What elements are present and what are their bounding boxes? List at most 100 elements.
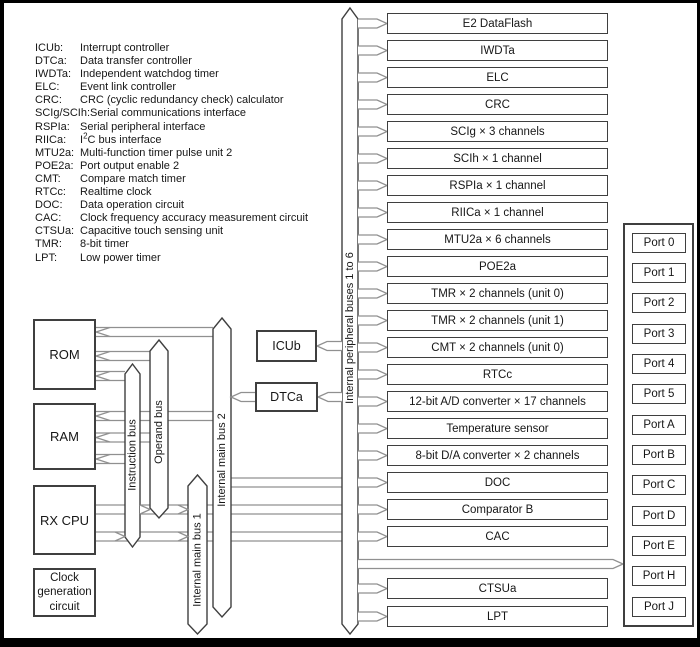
arrowhead-into-ram-3 [93, 453, 111, 465]
legend-row: SCIg/SCIh:Serial communications interfac… [35, 107, 308, 120]
internal-peripheral-bus-label: Internal peripheral buses 1 to 6 [344, 252, 356, 404]
peripheral-connectors [358, 18, 389, 622]
block-icub: ICUb [256, 330, 317, 362]
legend-abbr: CAC: [35, 212, 62, 225]
connector-dac [358, 450, 389, 461]
connector-e2-dataflash [358, 18, 389, 29]
legend-row: ELC:Event link controller [35, 81, 308, 94]
legend-desc: Event link controller [80, 81, 176, 94]
legend-desc: Capacitive touch sensing unit [80, 225, 224, 238]
legend-row: CMT:Compare match timer [35, 173, 308, 186]
connector-poe2a [358, 261, 389, 272]
legend-desc: Serial communications interface [90, 107, 246, 120]
block-port-3: Port 3 [632, 324, 686, 344]
legend-desc: Independent watchdog timer [80, 68, 219, 81]
legend-abbr: IWDTa: [35, 68, 72, 81]
block-scig: SCIg × 3 channels [387, 121, 608, 142]
legend-desc: 8-bit timer [80, 238, 129, 251]
block-port-2: Port 2 [632, 293, 686, 313]
arrowhead-into-main-bus1-lower [177, 531, 190, 542]
block-ram: RAM [33, 403, 96, 470]
legend-desc: Data transfer controller [80, 55, 192, 68]
operand-bus-bar [149, 338, 169, 520]
ram-channel-operand [96, 432, 150, 443]
operand-bus-label: Operand bus [153, 400, 165, 464]
legend-row: RSPIa:Serial peripheral interface [35, 121, 308, 134]
legend-abbr: SCIg/SCIh: [35, 107, 91, 120]
connector-elc [358, 72, 389, 83]
legend-desc: Interrupt controller [80, 42, 170, 54]
channel-arrowheads [93, 326, 190, 542]
legend-abbr: CMT: [35, 172, 61, 185]
block-port-1: Port 1 [632, 263, 686, 283]
legend-row: LPT:Low power timer [35, 252, 308, 265]
legend-row: CRC: CRC (cyclic redundancy check) calcul… [35, 94, 308, 107]
block-port-0: Port 0 [632, 233, 686, 253]
legend-abbr: DTCa: [35, 55, 67, 68]
arrowhead-into-instruction-bus [114, 531, 127, 542]
connector-dtca-left [229, 391, 255, 403]
legend-abbr: TMR: [35, 238, 62, 251]
block-iwdta: IWDTa [387, 40, 608, 61]
connector-rspia [358, 180, 389, 191]
block-mtu2a: MTU2a × 6 channels [387, 229, 608, 250]
connector-mtu2a [358, 234, 389, 245]
legend-row: RTCc:Realtime clock [35, 186, 308, 199]
block-clock-generation-circuit: Clock generation circuit [33, 568, 96, 617]
block-port-h: Port H [632, 566, 686, 586]
legend-row: DOC:Data operation circuit [35, 199, 308, 212]
block-cmt: CMT × 2 channels (unit 0) [387, 337, 608, 358]
legend-row: POE2a:Port output enable 2 [35, 160, 308, 173]
legend-abbr: CRC: [35, 94, 62, 107]
legend-row: DTCa: Data transfer controller [35, 55, 308, 68]
connector-crc [358, 99, 389, 110]
legend-desc: Port output enable 2 [80, 159, 180, 172]
block-tmr-unit0: TMR × 2 channels (unit 0) [387, 283, 608, 304]
legend-abbr: DOC: [35, 199, 63, 212]
connector-temp-sensor [358, 423, 389, 434]
block-port-5: Port 5 [632, 384, 686, 404]
arrowhead-into-rom-1 [93, 326, 111, 338]
main2-to-peripheral-channel [231, 477, 342, 488]
ram-channel-instruction [96, 453, 125, 465]
connector-ctsua [358, 583, 389, 594]
connector-ports [358, 558, 625, 570]
block-comparator-b: Comparator B [387, 499, 608, 520]
block-port-b: Port B [632, 445, 686, 465]
internal-main-bus1-bar [187, 473, 208, 636]
arrowhead-into-ram-2 [93, 432, 111, 443]
arrowhead-into-operand-bus [139, 504, 152, 515]
connector-cmt [358, 342, 389, 353]
arrowhead-into-main-bus1-upper [177, 504, 190, 515]
instruction-bus-bar [124, 362, 141, 549]
legend-row: TMR: 8-bit timer [35, 238, 308, 251]
legend-desc: CRC (cyclic redundancy check) calculator [80, 94, 284, 107]
block-poe2a: POE2a [387, 256, 608, 277]
bus-labels: Instruction bus Operand bus Internal mai… [127, 252, 357, 607]
connector-icub [315, 340, 342, 352]
block-doc: DOC [387, 472, 608, 493]
internal-main-bus2-bar [212, 316, 232, 619]
legend-abbr: MTU2a: [35, 146, 75, 159]
legend-desc: Clock frequency accuracy measurement cir… [80, 212, 309, 225]
block-rtcc: RTCc [387, 364, 608, 385]
rom-channel-instruction [96, 370, 125, 382]
block-riica: RIICa × 1 channel [387, 202, 608, 223]
connector-comparator-b [358, 504, 389, 515]
block-rom: ROM [33, 319, 96, 390]
arrowhead-into-rom-2 [93, 350, 111, 362]
block-temperature-sensor: Temperature sensor [387, 418, 608, 439]
block-port-j: Port J [632, 597, 686, 617]
legend-row: CTSUa:Capacitive touch sensing unit [35, 225, 308, 238]
legend-abbr: ICUb: [35, 42, 64, 54]
block-scih: SCIh × 1 channel [387, 148, 608, 169]
legend-desc: I2C bus interface [80, 131, 162, 146]
connector-tmr0 [358, 288, 389, 299]
arrowhead-into-rom-3 [93, 370, 111, 382]
rom-channel-operand [96, 350, 150, 362]
legend-desc: Realtime clock [80, 186, 152, 199]
block-port-a: Port A [632, 415, 686, 435]
connector-scih [358, 153, 389, 164]
